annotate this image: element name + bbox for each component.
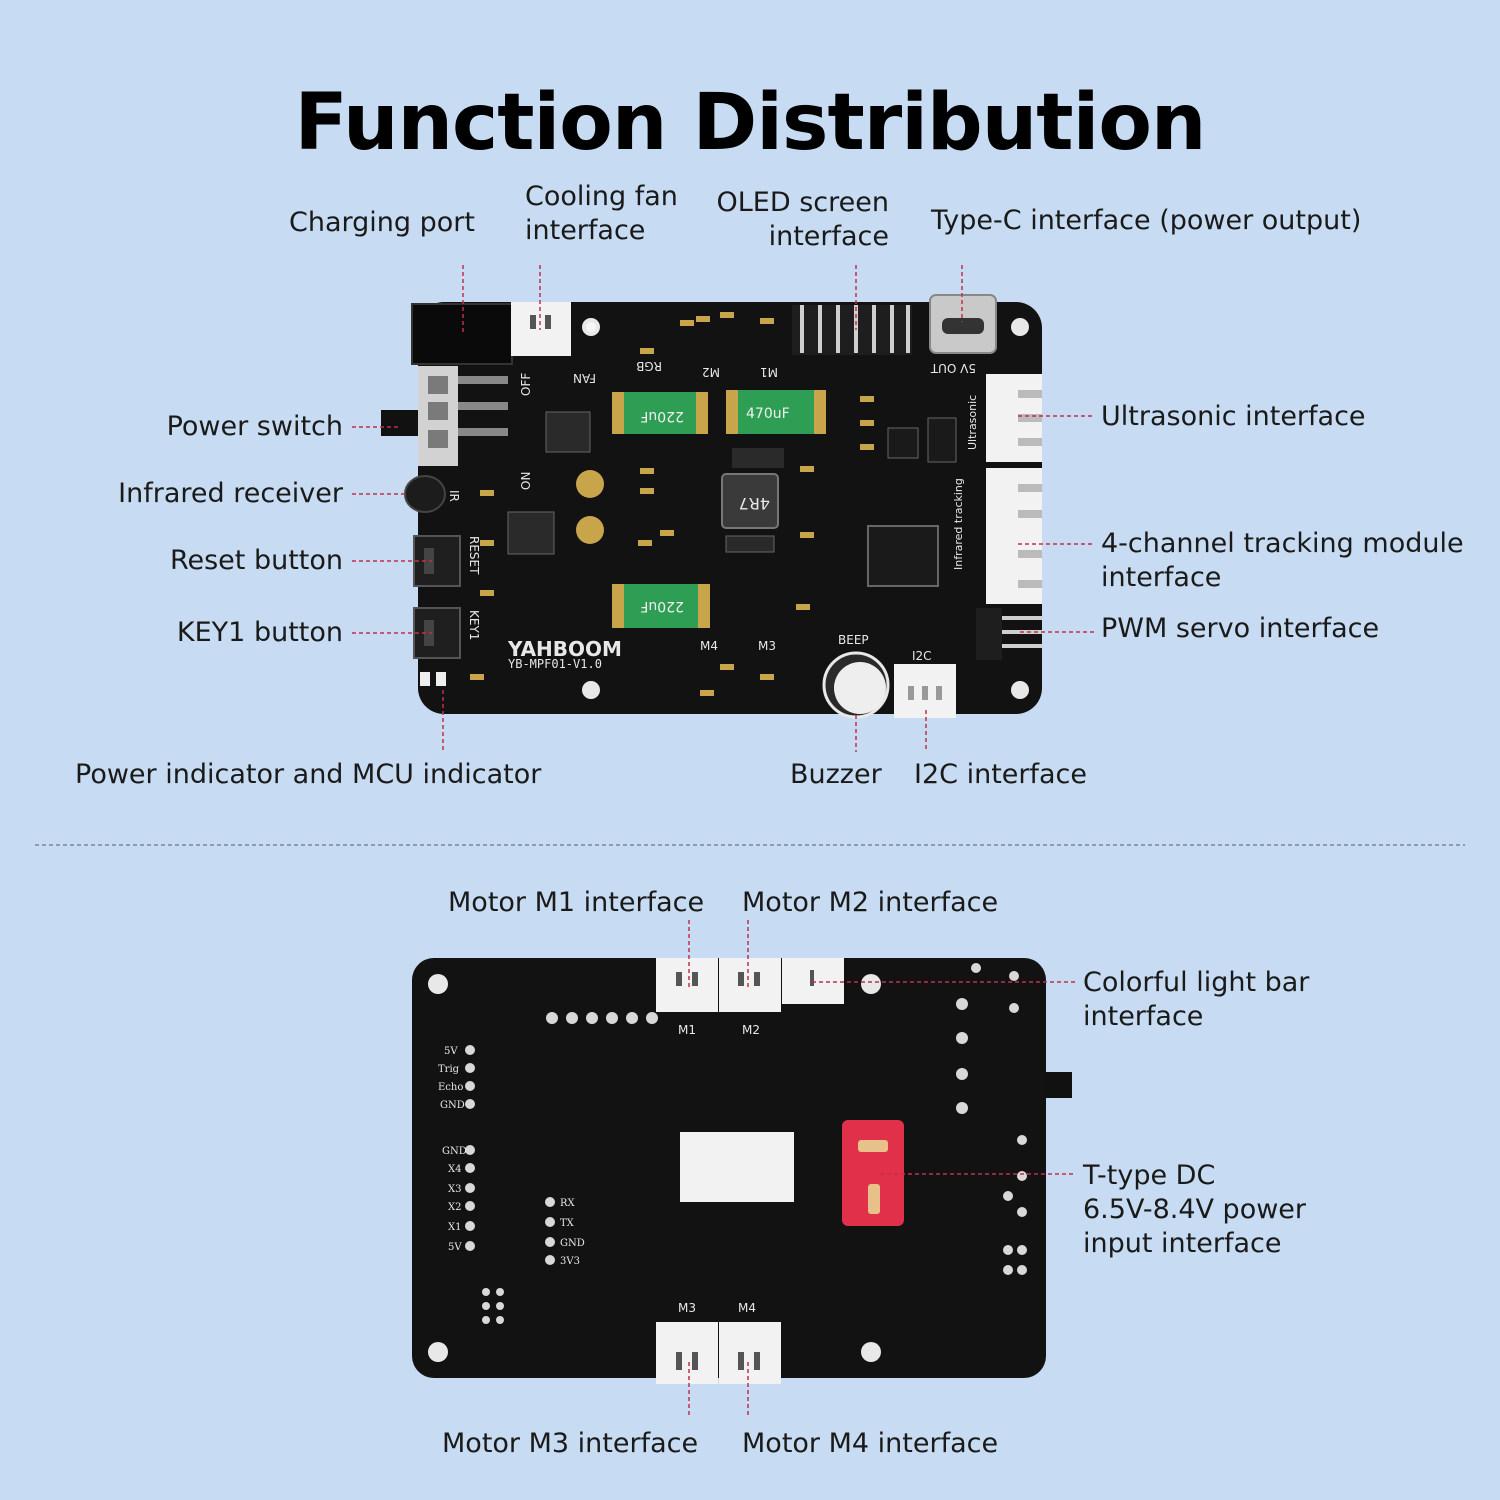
silk-uart-gnd: GND <box>560 1238 585 1249</box>
capacitor-2 <box>726 390 826 434</box>
fan-connector <box>511 302 571 356</box>
capacitor-1 <box>612 392 708 434</box>
label-motor-m1: Motor M1 interface <box>448 887 705 918</box>
silk-pin-gnd: GND <box>440 1100 465 1111</box>
silk-m2: M2 <box>702 365 720 379</box>
silk-brand: YAHBOOM <box>507 637 622 661</box>
silk-bottom-m4: M4 <box>738 1301 756 1315</box>
silk-rx: RX <box>560 1198 576 1209</box>
power-led <box>420 672 430 686</box>
inductor <box>721 473 779 529</box>
silk-rgb: RGB <box>636 359 662 373</box>
silk-bottom-m3: M3 <box>678 1301 696 1315</box>
silk-ir: IR <box>447 490 461 502</box>
silk-ultrasonic: Ultrasonic <box>966 395 979 450</box>
oled-header <box>792 305 912 355</box>
capacitor-3 <box>612 584 710 628</box>
label-charging-port: Charging port <box>289 207 475 238</box>
mcu-chip <box>867 525 939 587</box>
label-type-c: Type-C interface (power output) <box>931 205 1362 236</box>
silk-5v-out: 5V OUT <box>930 361 976 375</box>
label-pwm-servo: PWM servo interface <box>1101 613 1380 644</box>
silk-3v3: 3V3 <box>560 1256 580 1267</box>
silk-x-gnd: GND <box>442 1146 467 1157</box>
silk-m3: M3 <box>758 639 776 653</box>
silk-tx: TX <box>560 1218 575 1229</box>
pwm-servo-header <box>976 608 1002 660</box>
silk-i2c: I2C <box>912 649 932 663</box>
silk-m4: M4 <box>700 639 718 653</box>
label-tracking: 4-channel tracking module interface <box>1101 528 1464 593</box>
silk-infrared-tracking: Infrared tracking <box>952 478 965 570</box>
silk-reset: RESET <box>467 536 481 575</box>
silk-bottom-m1: M1 <box>678 1023 696 1037</box>
m3-connector <box>656 1322 718 1384</box>
silk-cap3: 220uF <box>640 598 684 614</box>
silk-bottom-m2: M2 <box>742 1023 760 1037</box>
silk-fan: FAN <box>573 371 596 385</box>
label-motor-m2: Motor M2 interface <box>742 887 999 918</box>
label-buzzer: Buzzer <box>790 759 882 790</box>
label-cooling-fan: Cooling fan interface <box>525 181 678 246</box>
silk-inductor: 4R7 <box>739 494 770 513</box>
board-label <box>680 1132 794 1202</box>
silk-x1: X1 <box>448 1222 461 1233</box>
label-indicators: Power indicator and MCU indicator <box>75 759 542 790</box>
silk-key1: KEY1 <box>467 610 481 640</box>
label-oled: OLED screen interface <box>716 187 889 252</box>
power-input-plug <box>842 1120 904 1226</box>
silk-pin-trig: Trig <box>438 1064 460 1075</box>
label-infrared: Infrared receiver <box>118 478 343 509</box>
silk-x3: X3 <box>448 1184 461 1195</box>
mcu-led <box>436 672 446 686</box>
silk-m1: M1 <box>760 365 778 379</box>
key1-button <box>413 607 461 659</box>
silk-x-5v: 5V <box>448 1242 462 1253</box>
label-power-switch: Power switch <box>166 411 343 442</box>
silk-pin-echo: Echo <box>438 1082 463 1093</box>
m1-connector <box>656 958 718 1012</box>
silk-x2: X2 <box>448 1202 461 1213</box>
m4-connector <box>719 1322 781 1384</box>
silk-model: YB-MPF01-V1.0 <box>508 657 602 671</box>
label-motor-m3: Motor M3 interface <box>442 1428 699 1459</box>
page-title: Function Distribution <box>294 78 1207 168</box>
silk-off: OFF <box>519 373 533 396</box>
label-light-bar: Colorful light bar interface <box>1083 967 1310 1032</box>
silk-cap2: 470uF <box>746 406 790 422</box>
silk-beep: BEEP <box>838 633 869 647</box>
silk-x4: X4 <box>448 1164 461 1175</box>
label-ultrasonic: Ultrasonic interface <box>1101 401 1366 432</box>
silk-cap1: 220uF <box>640 408 684 424</box>
m2-connector <box>719 958 781 1012</box>
label-reset: Reset button <box>169 545 343 576</box>
label-key1: KEY1 button <box>176 617 343 648</box>
silk-pin-5v: 5V <box>444 1046 458 1057</box>
label-power-input: T-type DC 6.5V-8.4V power input interfac… <box>1083 1160 1307 1259</box>
reset-button <box>413 535 461 587</box>
silk-on: ON <box>519 472 533 490</box>
label-i2c: I2C interface <box>914 759 1087 790</box>
label-motor-m4: Motor M4 interface <box>742 1428 999 1459</box>
